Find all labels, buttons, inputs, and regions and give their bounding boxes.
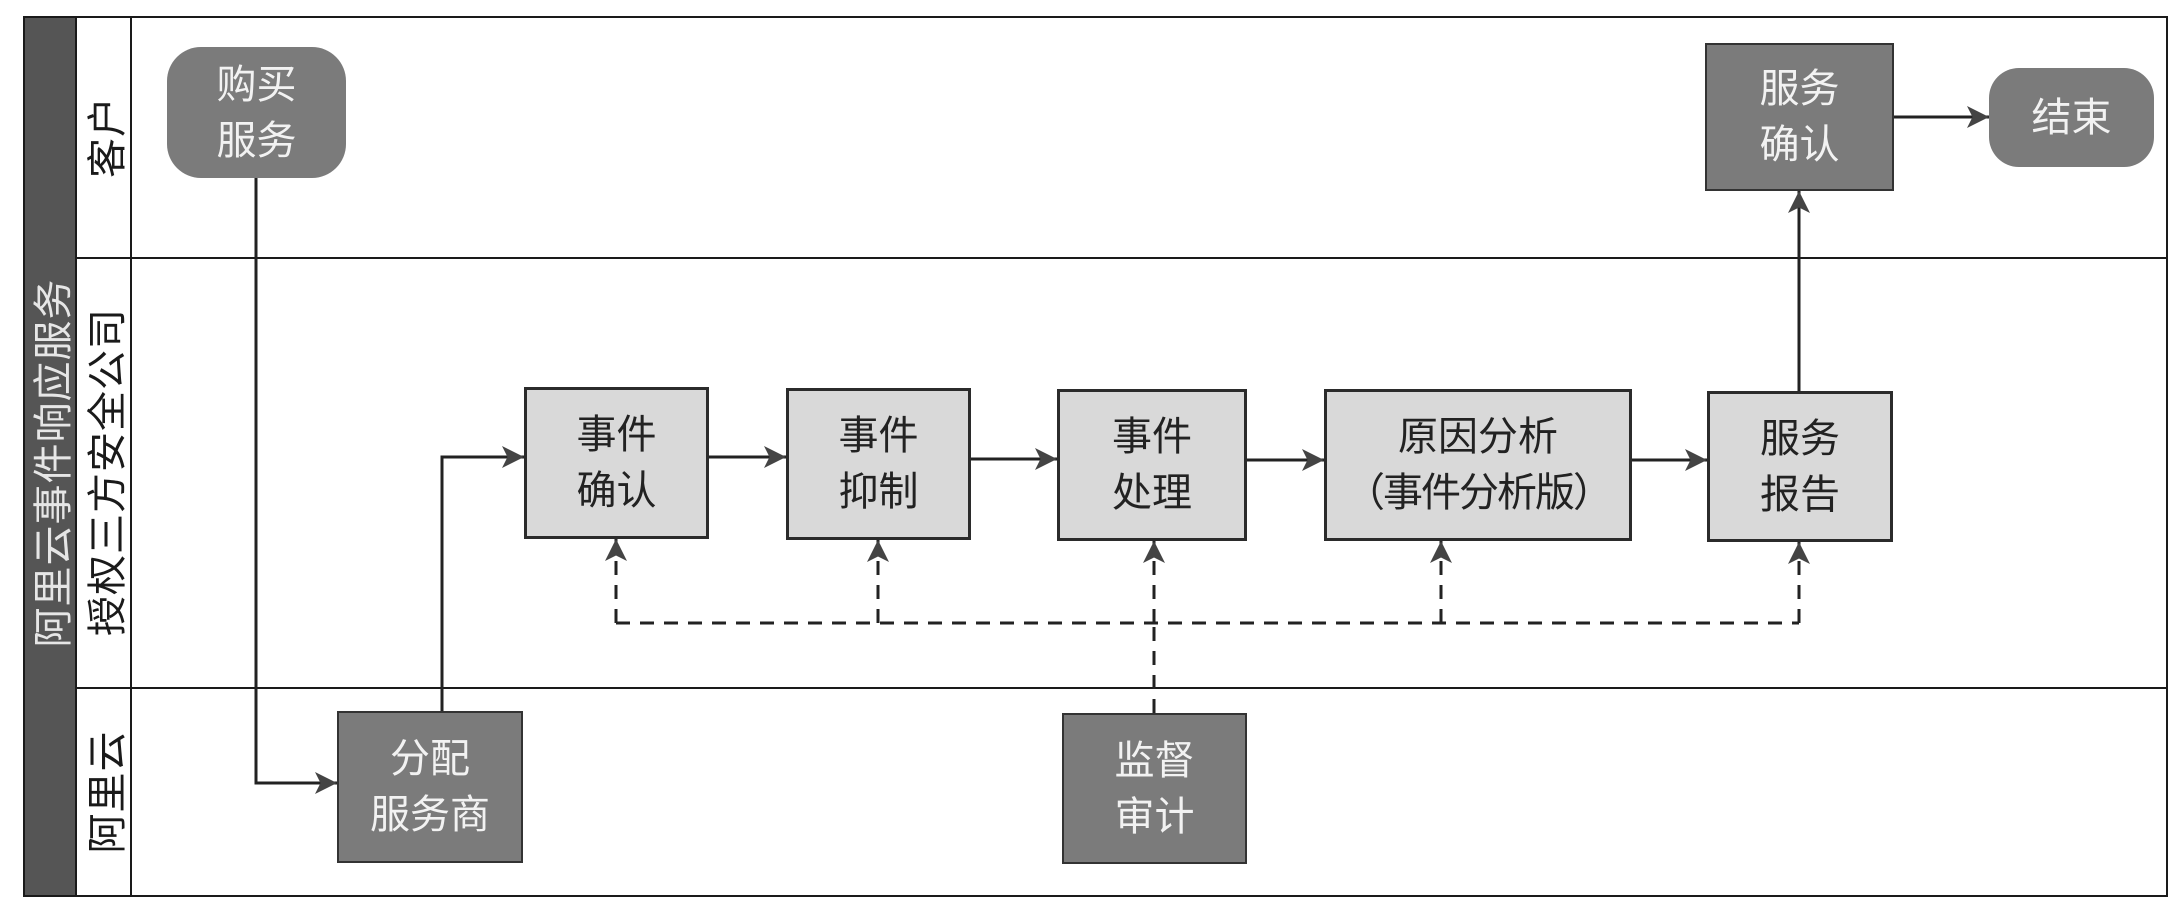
node-event-suppress: 事件 抑制 (786, 388, 971, 540)
node-event-suppress-line2: 抑制 (838, 469, 919, 515)
node-assign-provider-line2: 服务商 (370, 792, 490, 838)
node-event-suppress-line1: 事件 (838, 413, 919, 459)
lane-divider-customer-partner (77, 257, 2168, 259)
node-event-confirm: 事件 确认 (524, 387, 709, 539)
edge-assign-to-event-confirm (440, 446, 524, 711)
node-event-handle: 事件 处理 (1057, 389, 1247, 541)
pool-title-band (23, 16, 77, 897)
node-service-report: 服务 报告 (1707, 391, 1893, 542)
node-event-confirm-line1: 事件 (576, 412, 657, 458)
node-supervise-audit: 监督 审计 (1062, 713, 1247, 864)
node-root-cause: 原因分析 （事件分析版） (1324, 389, 1632, 541)
node-root-cause-line1: 原因分析 (1398, 414, 1558, 460)
node-service-confirm-line2: 确认 (1759, 122, 1840, 168)
node-buy-service: 购买 服务 (167, 47, 346, 178)
node-service-report-line1: 服务 (1760, 415, 1840, 462)
node-supervise-audit-line1: 监督 (1114, 737, 1195, 784)
node-event-confirm-line2: 确认 (576, 468, 657, 514)
node-event-handle-line1: 事件 (1112, 414, 1192, 460)
node-root-cause-line2: （事件分析版） (1345, 470, 1613, 516)
node-assign-provider: 分配 服务商 (337, 711, 523, 863)
node-service-report-line2: 报告 (1760, 471, 1840, 518)
node-service-confirm: 服务 确认 (1705, 43, 1894, 191)
node-assign-provider-line1: 分配 (390, 736, 470, 782)
node-buy-service-line1: 购买 (216, 61, 297, 108)
node-supervise-audit-line2: 审计 (1114, 793, 1195, 840)
node-service-confirm-line1: 服务 (1759, 66, 1840, 112)
node-buy-service-line2: 服务 (216, 117, 297, 164)
lane-divider-partner-aliyun (77, 687, 2168, 689)
node-end-line1: 结束 (2031, 94, 2112, 141)
edge-buy-to-assign (254, 178, 337, 794)
lane-label-column (77, 16, 132, 897)
node-event-handle-line2: 处理 (1112, 470, 1192, 516)
node-end: 结束 (1989, 68, 2154, 167)
